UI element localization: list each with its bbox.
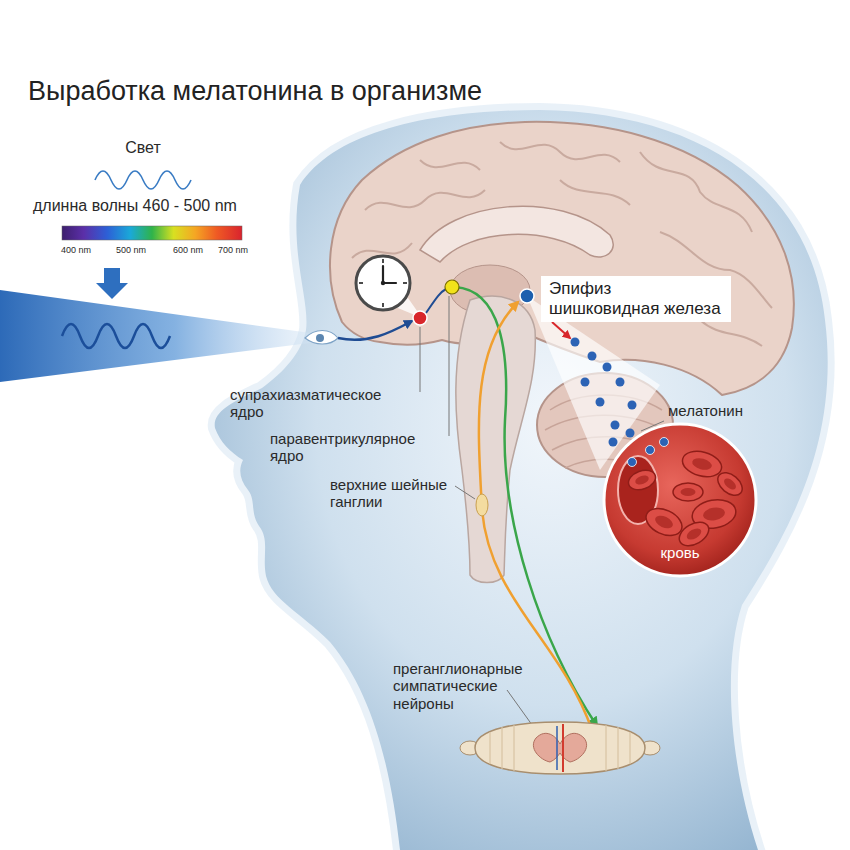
gyrus-line [500,142,620,162]
pvn-dot [445,280,459,294]
wavelength-label: длинна волны 460 - 500 nm [33,197,237,215]
eye [305,331,338,345]
down-arrow [96,268,128,299]
brainstem [456,296,535,582]
nucleus-label: паравентрикулярное ядро [270,430,430,465]
spinal-cord-section [460,722,660,774]
light-label: Свет [125,139,161,157]
ganglia-label: верхние шейные ганглии [330,476,465,511]
clock-ticks [359,259,407,307]
leader-line [420,327,421,392]
head-glow [215,110,828,850]
diagram-title: Выработка мелатонина в организме [28,76,482,107]
scn-dot [413,311,427,325]
melatonin-dot [571,338,580,347]
red-blood-cell [673,483,703,501]
melatonin-dot [626,429,635,438]
gyrus-line [640,152,752,232]
leader-line [455,486,475,499]
melatonin-dot [609,438,618,447]
melatonin-dots [571,338,637,447]
melatonin-dot [603,363,612,372]
scale-tick-label: 400 nm [61,245,91,255]
corpus-callosum [420,206,613,262]
melatonin-dot [611,421,620,430]
scale-tick-label: 700 nm [218,245,248,255]
artery [562,724,564,772]
red-blood-cell-core [685,526,703,542]
pineal-dot [520,289,534,303]
melatonin-dot [616,378,625,387]
nucleus-label: супрахиазматическое ядро [230,386,405,421]
melatonin-dot [646,446,655,455]
gyrus-line [365,190,485,210]
blood-vessel-circle: кровь [602,422,758,578]
leader-line [449,296,450,436]
clock-center [381,281,385,285]
red-blood-cell-core [681,488,696,496]
ganglion [476,494,488,516]
red-blood-cell-core [653,513,675,531]
light-wave-icon [95,171,191,189]
eye-iris [316,334,324,342]
melatonin-dot [596,398,605,407]
clock-face [356,256,410,310]
red-blood-cell-core [722,476,738,491]
structure-name: Эпифиз [549,279,723,299]
scale-tick-label: 500 nm [116,245,146,255]
melatonin-label: мелатонин [668,402,743,419]
scn-pvn-pathway [426,289,446,313]
clock-hands [383,266,396,283]
melatonin-dot [581,378,590,387]
red-blood-cell [680,447,725,481]
gyrus-line [420,160,480,170]
structure-name: шишковидная железа [549,299,723,319]
melatonin-dot [628,458,637,467]
red-blood-cell-core [634,474,650,486]
vein [556,726,558,770]
red-blood-cell-core [691,456,713,472]
gyrus-line [560,180,630,205]
melatonin-dot [660,438,669,447]
head-silhouette [215,110,828,850]
structure-label-box: Эпифизшишковидная железа [541,276,731,322]
melatonin-dot [628,401,637,410]
red-blood-cell [626,467,658,493]
beam-wave [62,324,170,348]
red-blood-cell [713,468,746,500]
brain-gyri [352,142,772,346]
white-matter-fibres [490,725,630,771]
light-beam [0,290,318,382]
secretion-arrow [552,322,570,338]
clock-icon [356,256,410,310]
scale-tick-label: 600 nm [173,245,203,255]
spinal-cord-outline [475,722,645,774]
melatonin-dot [588,352,597,361]
vessel-label: кровь [602,544,758,561]
spectrum-bar [62,226,242,240]
grey-matter [533,733,586,762]
optic-pathway [338,321,412,340]
red-blood-cell-core [702,506,726,522]
neurons-label: преганглионарные симпатические нейроны [393,660,538,712]
